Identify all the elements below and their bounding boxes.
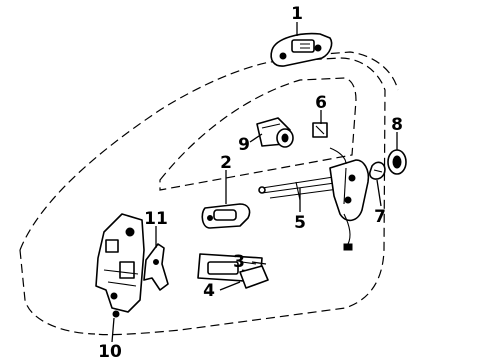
callout-3: 3 xyxy=(233,252,245,272)
callout-10: 10 xyxy=(98,342,122,360)
lock-clip-part xyxy=(312,122,328,138)
leader-lines xyxy=(111,22,398,343)
lock-actuator-part xyxy=(95,213,145,318)
callout-2: 2 xyxy=(220,153,232,173)
lock-cylinder-part xyxy=(256,117,294,148)
door-outline xyxy=(19,51,399,336)
callout-4: 4 xyxy=(203,281,215,301)
outside-handle-part xyxy=(270,32,333,67)
cylinder-bezel-part xyxy=(387,149,407,175)
callout-1: 1 xyxy=(291,4,303,24)
linkage-bracket-part xyxy=(143,243,169,291)
inside-handle-part xyxy=(201,203,251,229)
callout-8: 8 xyxy=(391,115,403,135)
callout-6: 6 xyxy=(315,93,327,113)
callout-7: 7 xyxy=(374,207,386,227)
handle-pad-part xyxy=(239,265,269,289)
callout-11: 11 xyxy=(144,209,168,229)
gasket-part xyxy=(369,161,386,180)
callout-5: 5 xyxy=(294,213,306,233)
latch-assembly-part xyxy=(329,147,370,251)
callout-9: 9 xyxy=(238,135,250,155)
